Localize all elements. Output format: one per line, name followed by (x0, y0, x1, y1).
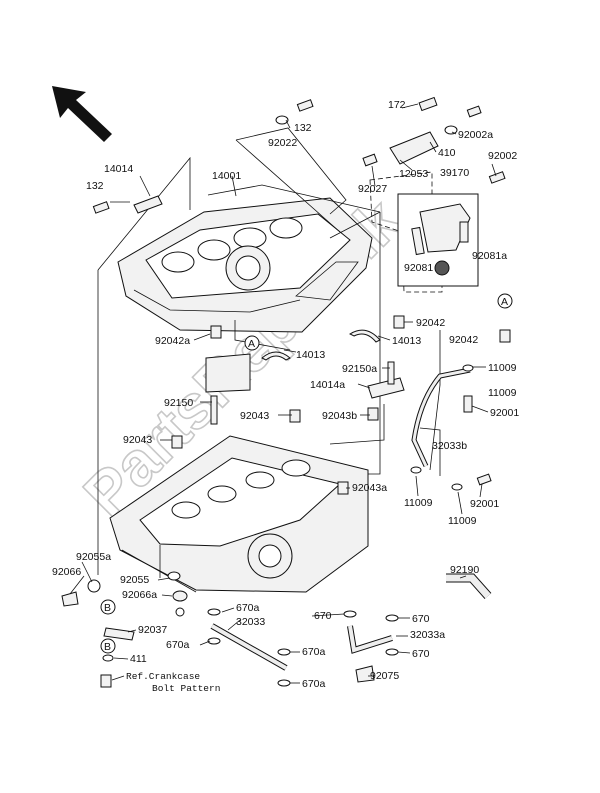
dowels-and-bearings (171, 315, 511, 495)
marker-a-1-label: A (248, 338, 255, 350)
marker-a-1: A (244, 335, 260, 351)
label-92001-a: 92001 (490, 407, 519, 419)
label-92042-b: 92042 (449, 334, 478, 346)
label-92066: 92066 (52, 566, 81, 578)
label-92081a: 92081a (472, 250, 507, 262)
label-92075: 92075 (370, 670, 399, 682)
label-670-1: 670 (314, 610, 332, 622)
label-670a-3: 670a (302, 646, 326, 658)
label-92081: 92081 (404, 262, 433, 274)
label-39170: 39170 (440, 167, 469, 179)
label-410: 410 (438, 147, 456, 159)
hose-92190 (446, 573, 492, 599)
label-14014a: 14014a (310, 379, 345, 391)
oil-pipe-32033 (207, 608, 291, 687)
label-92043a: 92043a (352, 482, 387, 494)
plugs-and-orings: B B (61, 571, 188, 688)
label-670a-1: 670a (236, 602, 260, 614)
marker-a-2: A (497, 293, 513, 309)
oil-pressure-parts (362, 96, 506, 293)
label-11009-d: 11009 (448, 515, 477, 527)
note-line-1: Ref.Crankcase (126, 671, 200, 682)
label-92066a: 92066a (122, 589, 157, 601)
label-670-3: 670 (412, 648, 430, 660)
label-92043-left: 92043 (123, 434, 152, 446)
label-32033b: 32033b (432, 440, 467, 452)
label-411: 411 (130, 653, 147, 665)
label-92150a: 92150a (342, 363, 377, 375)
marker-b-2-label: B (104, 641, 111, 653)
label-14001: 14001 (212, 170, 241, 182)
label-92037: 92037 (138, 624, 167, 636)
label-92027: 92027 (358, 183, 387, 195)
label-92055: 92055 (120, 574, 149, 586)
label-92002a: 92002a (458, 129, 493, 141)
label-172: 172 (388, 99, 406, 111)
label-14013-b: 14013 (392, 335, 421, 347)
label-92150: 92150 (164, 397, 193, 409)
label-92043: 92043 (240, 410, 269, 422)
label-14014: 14014 (104, 163, 133, 175)
label-92043b: 92043b (322, 410, 357, 422)
note-line-2: Bolt Pattern (152, 683, 220, 694)
label-132-a: 132 (86, 180, 104, 192)
front-arrow-icon (52, 86, 112, 142)
label-92001-b: 92001 (470, 498, 499, 510)
label-11009-a: 11009 (488, 362, 517, 374)
part-labels: 14001 14014 132 132 92022 172 92002a 410… (52, 99, 519, 694)
leader-lines (69, 103, 497, 684)
label-11009-c: 11009 (404, 497, 433, 509)
oil-pipe-32033b (410, 364, 492, 491)
label-12053: 12053 (399, 168, 428, 180)
label-92190: 92190 (450, 564, 479, 576)
upper-crankcase (117, 197, 373, 333)
label-14013-a: 14013 (296, 349, 325, 361)
assembly-lines (97, 127, 441, 578)
label-670a-4: 670a (302, 678, 326, 690)
label-670a-2: 670a (166, 639, 190, 651)
label-11009-b: 11009 (488, 387, 517, 399)
label-92042a: 92042a (155, 335, 190, 347)
label-32033: 32033 (236, 616, 265, 628)
label-132-b: 132 (294, 122, 312, 134)
marker-b-1-label: B (104, 602, 111, 614)
label-92055a: 92055a (76, 551, 111, 563)
label-92042-a: 92042 (416, 317, 445, 329)
marker-a-2-label: A (501, 296, 508, 308)
label-32033a: 32033a (410, 629, 445, 641)
bolts-top-left (92, 99, 314, 214)
label-92002: 92002 (488, 150, 517, 162)
lower-crankcase (109, 435, 369, 593)
label-92022: 92022 (268, 137, 297, 149)
label-670-2: 670 (412, 613, 430, 625)
